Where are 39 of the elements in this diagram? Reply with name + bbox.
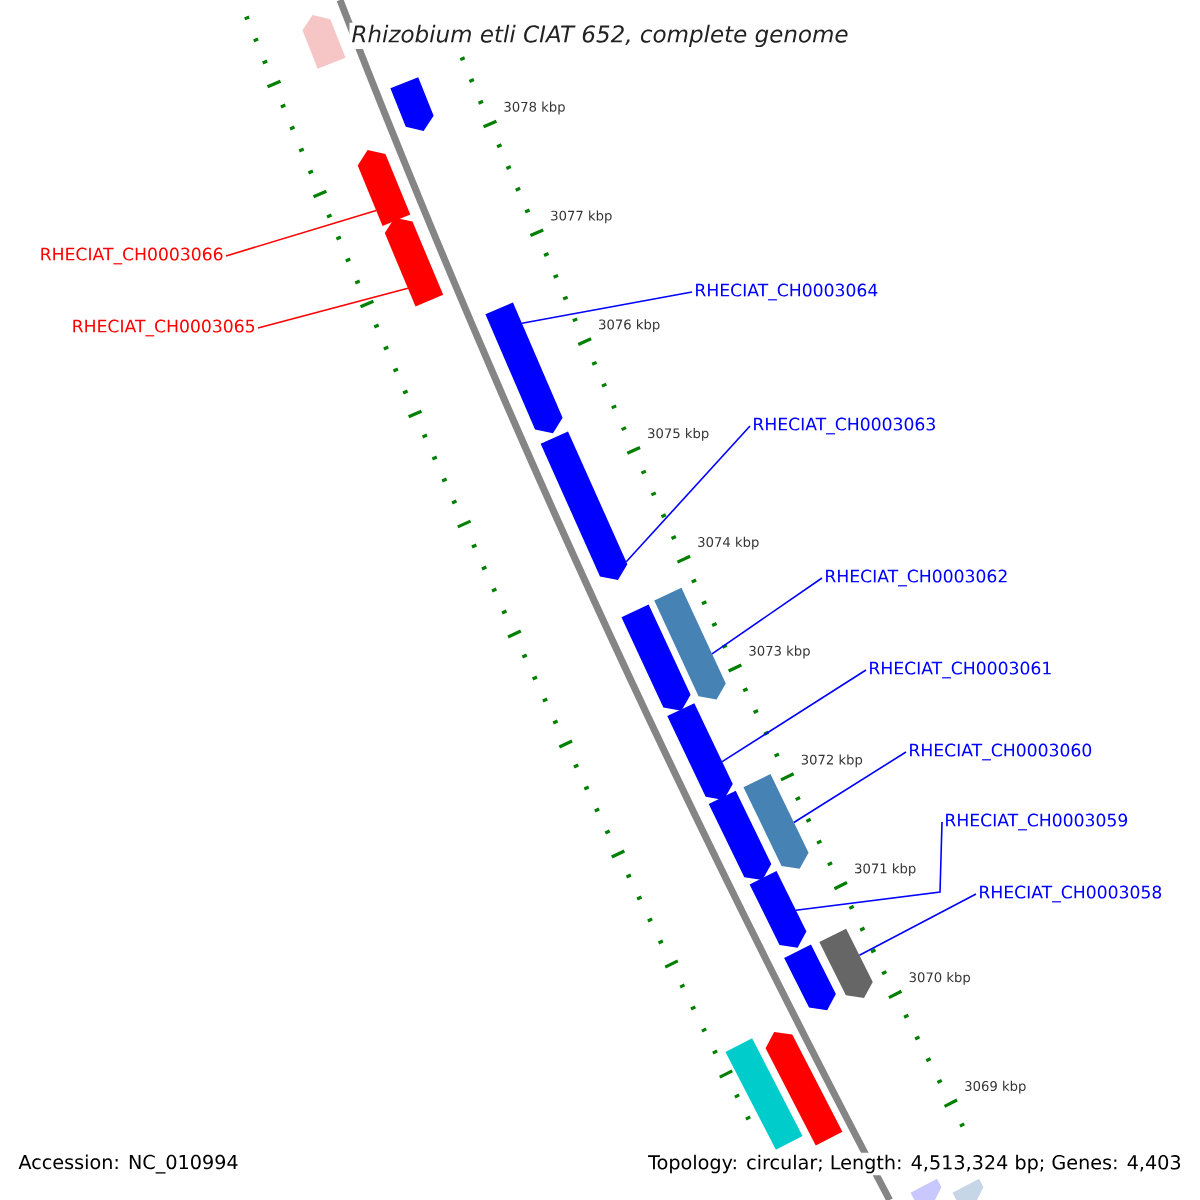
gene-block [654,587,726,700]
gene-block [708,790,772,881]
leader-line [625,425,751,563]
gene-block [952,1178,984,1200]
gene-block [390,77,434,131]
gene-label: RHECIAT_CH0003063 [754,417,935,435]
gene-block [302,14,346,69]
leader-line [721,669,867,763]
leader-line [711,577,823,655]
gene-block [784,944,836,1011]
leader-line [793,751,907,824]
leader-line [795,821,943,912]
gene-label: RHECIAT_CH0003058 [980,885,1162,903]
gene-block [749,871,807,948]
gene-label: RHECIAT_CH0003064 [696,283,878,301]
footer-text: Accession: NC_010994 [16,1152,241,1176]
title: Rhizobium etli CIAT 652, complete genome [349,22,851,50]
gene-block [485,302,563,434]
gene-label: RHECIAT_CH0003061 [870,661,1051,679]
leader-line [521,291,693,325]
gene-block [765,1032,843,1146]
gene-label: RHECIAT_CH0003066 [41,247,223,265]
gene-label: RHECIAT_CH0003059 [946,813,1128,831]
leader-line [225,209,377,257]
gene-block [540,431,628,580]
gene-block [357,149,411,226]
footer-text: Topology: circular; Length: 4,513,324 bp; Genes: 4,403 [646,1152,1184,1176]
gene-label: RHECIAT_CH0003065 [73,319,255,337]
gene-block [819,928,873,998]
gene-block [725,1038,803,1150]
gene-block [621,604,691,711]
leader-line [257,287,409,329]
gene-block [384,217,444,307]
gene-block [910,1178,942,1200]
gene-label: RHECIAT_CH0003060 [910,743,1092,761]
leader-line [858,893,977,957]
gene-block [743,774,809,869]
gene-block [667,703,733,800]
gene-label: RHECIAT_CH0003062 [826,569,1007,587]
